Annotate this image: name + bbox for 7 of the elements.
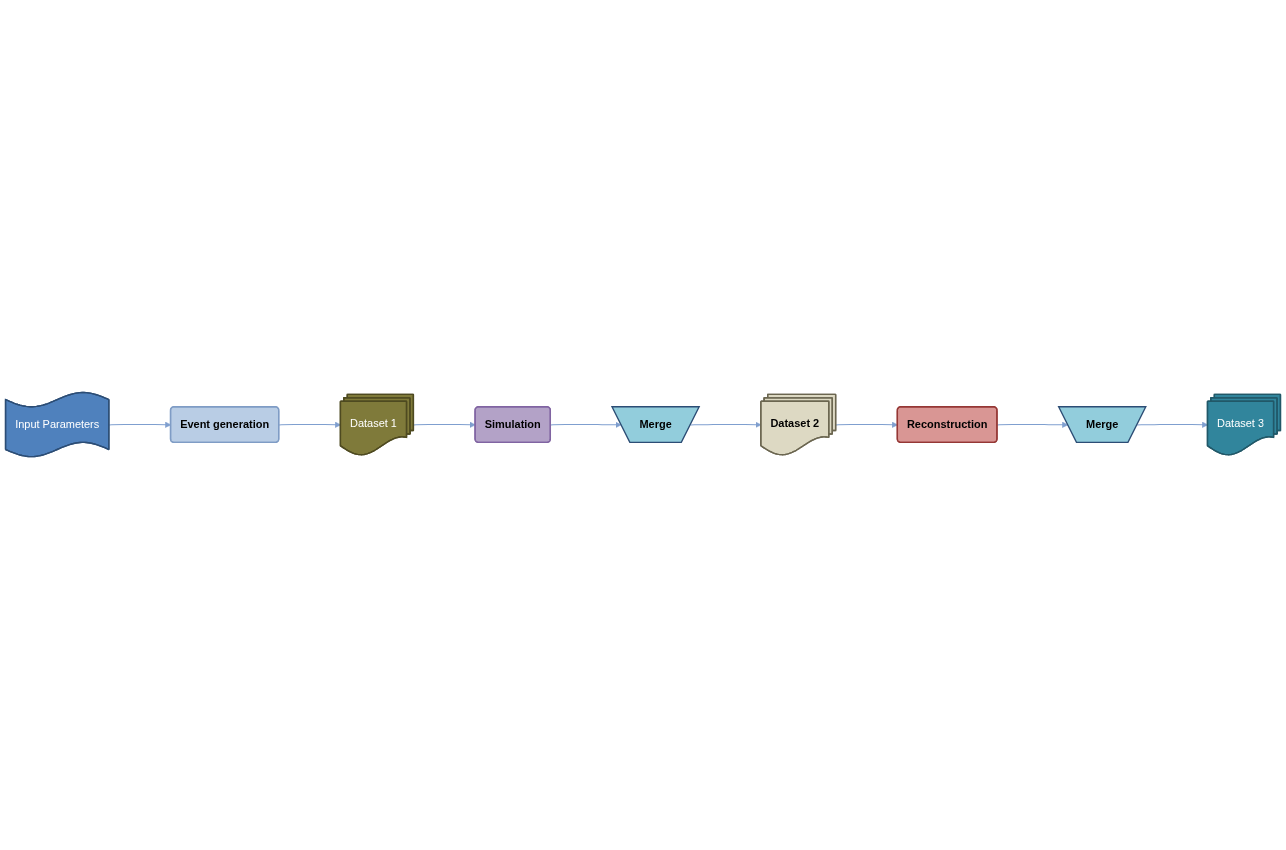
arrow	[690, 422, 762, 429]
arrow	[550, 422, 622, 429]
arrow	[996, 422, 1069, 429]
arrow	[1136, 422, 1209, 429]
arrow	[278, 422, 341, 429]
arrow	[835, 422, 898, 429]
arrow	[413, 422, 476, 429]
